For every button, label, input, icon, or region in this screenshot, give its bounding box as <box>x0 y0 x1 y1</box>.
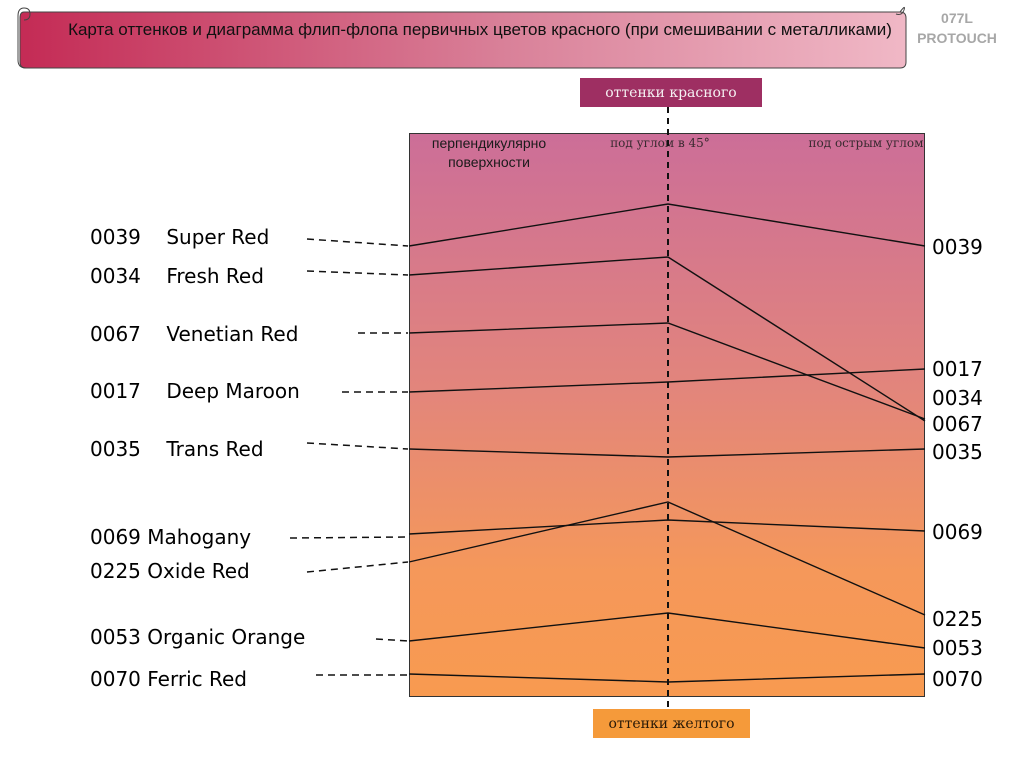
product-code-number: 077L <box>941 10 973 26</box>
series-label-0039: 0039 Super Red <box>90 225 270 249</box>
connector-0069 <box>289 536 409 539</box>
series-line-0225 <box>408 501 926 616</box>
title-banner: Карта оттенков и диаграмма флип-флопа пе… <box>16 6 908 70</box>
red-shades-tag: оттенки красного <box>580 78 762 107</box>
series-line-0070 <box>408 673 926 683</box>
series-code-right-0067: 0067 <box>932 412 983 436</box>
series-line-0067 <box>408 322 926 420</box>
series-code-right-0035: 0035 <box>932 440 983 464</box>
series-code-right-0053: 0053 <box>932 636 983 660</box>
column-heading-perpendicular: перпендикулярно поверхности <box>431 135 547 170</box>
scroll-banner-shape <box>17 6 907 69</box>
connector-0225 <box>306 561 409 573</box>
series-line-0053 <box>408 612 926 649</box>
series-label-0053: 0053 Organic Orange <box>90 625 306 649</box>
product-code-brand: PROTOUCH <box>917 30 997 46</box>
series-label-0067: 0067 Venetian Red <box>90 322 299 346</box>
series-label-0225: 0225 Oxide Red <box>90 559 250 583</box>
series-line-0035 <box>408 448 926 458</box>
connector-0039 <box>306 238 409 247</box>
series-label-0070: 0070 Ferric Red <box>90 667 247 691</box>
series-code-right-0225: 0225 <box>932 607 983 631</box>
series-code-right-0039: 0039 <box>932 235 983 259</box>
connector-0034 <box>306 270 409 276</box>
label-connectors <box>289 238 409 676</box>
product-code: 077L PROTOUCH <box>902 8 1012 48</box>
series-code-right-0069: 0069 <box>932 520 983 544</box>
series-line-0017 <box>408 368 926 393</box>
series-code-right-0070: 0070 <box>932 667 983 691</box>
column-heading-acute: под острым углом <box>808 136 924 150</box>
connector-0035 <box>306 442 409 450</box>
series-label-0035: 0035 Trans Red <box>90 437 264 461</box>
connector-0053 <box>375 638 409 642</box>
series-code-right-0017: 0017 <box>932 357 983 381</box>
series-lines <box>408 203 926 683</box>
yellow-shades-tag: оттенки желтого <box>593 709 750 738</box>
series-label-0017: 0017 Deep Maroon <box>90 379 300 403</box>
series-line-0069 <box>408 519 926 535</box>
series-label-0069: 0069 Mahogany <box>90 525 252 549</box>
page-title: Карта оттенков и диаграмма флип-флопа пе… <box>68 20 892 39</box>
column-heading-45: под углом в 45° <box>610 136 710 150</box>
series-line-0039 <box>408 203 926 247</box>
series-label-0034: 0034 Fresh Red <box>90 264 264 288</box>
series-line-0034 <box>408 256 926 422</box>
series-code-right-0034: 0034 <box>932 386 983 410</box>
